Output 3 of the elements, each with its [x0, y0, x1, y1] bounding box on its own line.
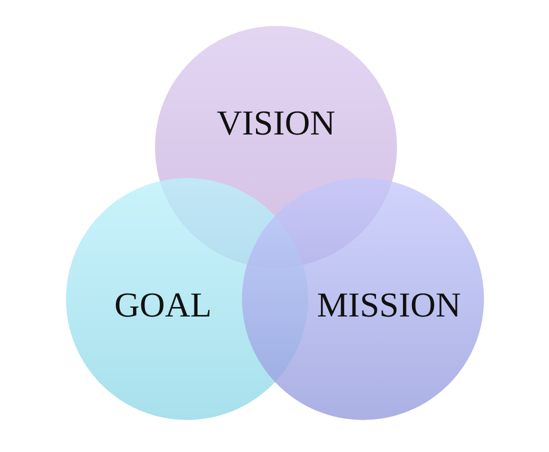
circle-label: VISION	[216, 106, 336, 140]
circle-label: MISSION	[317, 288, 461, 322]
circle-label: GOAL	[114, 288, 212, 322]
